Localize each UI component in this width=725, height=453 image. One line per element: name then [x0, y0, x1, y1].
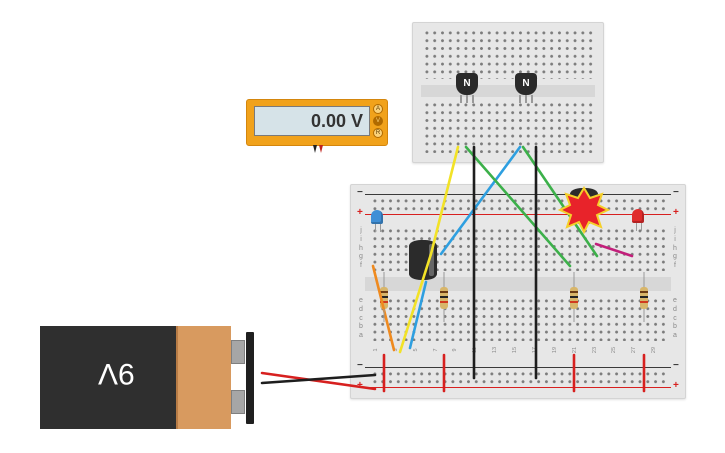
bottom-rail-plus-sign-right: +: [673, 380, 679, 391]
mini-breadboard-holes-bottom: [423, 101, 595, 153]
wire-green-1[interactable]: [464, 145, 572, 268]
wire-magenta[interactable]: [594, 242, 634, 258]
bottom-rail-minus-line: [365, 367, 671, 368]
multimeter-volt-button[interactable]: V: [373, 116, 383, 126]
bottom-rail-minus-sign-right: −: [673, 360, 679, 371]
resistor-band: [570, 291, 578, 293]
top-rail-minus-sign-right: −: [673, 187, 679, 198]
top-rail-plus-sign: +: [357, 207, 363, 218]
transistor-1-leg: [460, 95, 462, 103]
blue-led-leg: [380, 224, 381, 232]
resistor-band: [640, 291, 648, 293]
multimeter-ohm-button[interactable]: R: [373, 128, 383, 138]
multimeter-amp-button[interactable]: A: [373, 104, 383, 114]
capacitor-stripe: [429, 244, 434, 276]
transistor-2-leg: [519, 95, 521, 103]
transistor-1-leg: [466, 95, 468, 103]
bottom-power-rail-holes: [371, 370, 669, 384]
transistor-2-leg: [531, 95, 533, 103]
resistor-4[interactable]: [640, 287, 648, 309]
multimeter[interactable]: 0.00 V A V R: [246, 99, 388, 146]
resistor-band: [440, 291, 448, 293]
resistor-band: [440, 301, 448, 303]
battery-clip: [246, 332, 254, 424]
wire-black-battery-bottom[interactable]: [260, 373, 377, 385]
resistor-band: [570, 296, 578, 298]
bottom-rail-plus-line: [365, 387, 671, 388]
resistor-band: [570, 301, 578, 303]
wire-yellow[interactable]: [398, 145, 460, 354]
bottom-rail-minus-sign: −: [357, 360, 363, 371]
transistor-2-leg: [525, 95, 527, 103]
transistor-1-label: N: [456, 73, 478, 95]
wire-orange[interactable]: [371, 264, 396, 352]
battery-9v[interactable]: 9V: [40, 326, 254, 429]
explosion-icon: [557, 186, 611, 235]
top-rail-plus-line: [365, 214, 671, 215]
multimeter-display: 0.00 V: [254, 106, 370, 136]
resistor-band: [380, 301, 388, 303]
npn-transistor-2[interactable]: N: [515, 73, 537, 103]
bottom-rail-plus-sign: +: [357, 380, 363, 391]
resistor-3[interactable]: [570, 287, 578, 309]
transistor-1-leg: [472, 95, 474, 103]
red-led[interactable]: [632, 209, 644, 223]
resistor-band: [380, 296, 388, 298]
battery-body: [40, 326, 176, 429]
wire-red-battery-top[interactable]: [260, 371, 377, 391]
mini-breadboard-holes-top: [423, 29, 595, 79]
resistor-2[interactable]: [440, 287, 448, 309]
transistor-2-label: N: [515, 73, 537, 95]
resistor-band: [380, 291, 388, 293]
mini-breadboard[interactable]: [412, 22, 604, 163]
top-rail-plus-sign-right: +: [673, 207, 679, 218]
resistor-band: [640, 296, 648, 298]
battery-terminal-bottom[interactable]: [231, 390, 245, 414]
top-rail-minus-line: [365, 194, 671, 195]
battery-band: [176, 326, 231, 429]
battery-terminal-top[interactable]: [231, 340, 245, 364]
npn-transistor-1[interactable]: N: [456, 73, 478, 103]
red-led-leg: [636, 223, 637, 231]
resistor-band: [440, 296, 448, 298]
blue-led-leg: [375, 224, 376, 232]
top-rail-minus-sign: −: [357, 187, 363, 198]
blue-led[interactable]: [371, 210, 383, 224]
wire-blue-cap[interactable]: [408, 280, 428, 350]
resistor-band: [640, 301, 648, 303]
red-led-leg: [641, 223, 642, 231]
multimeter-probe-black[interactable]: [313, 145, 317, 153]
multimeter-probe-red[interactable]: [319, 145, 323, 153]
wire-blue-left[interactable]: [439, 145, 522, 256]
resistor-1[interactable]: [380, 287, 388, 309]
